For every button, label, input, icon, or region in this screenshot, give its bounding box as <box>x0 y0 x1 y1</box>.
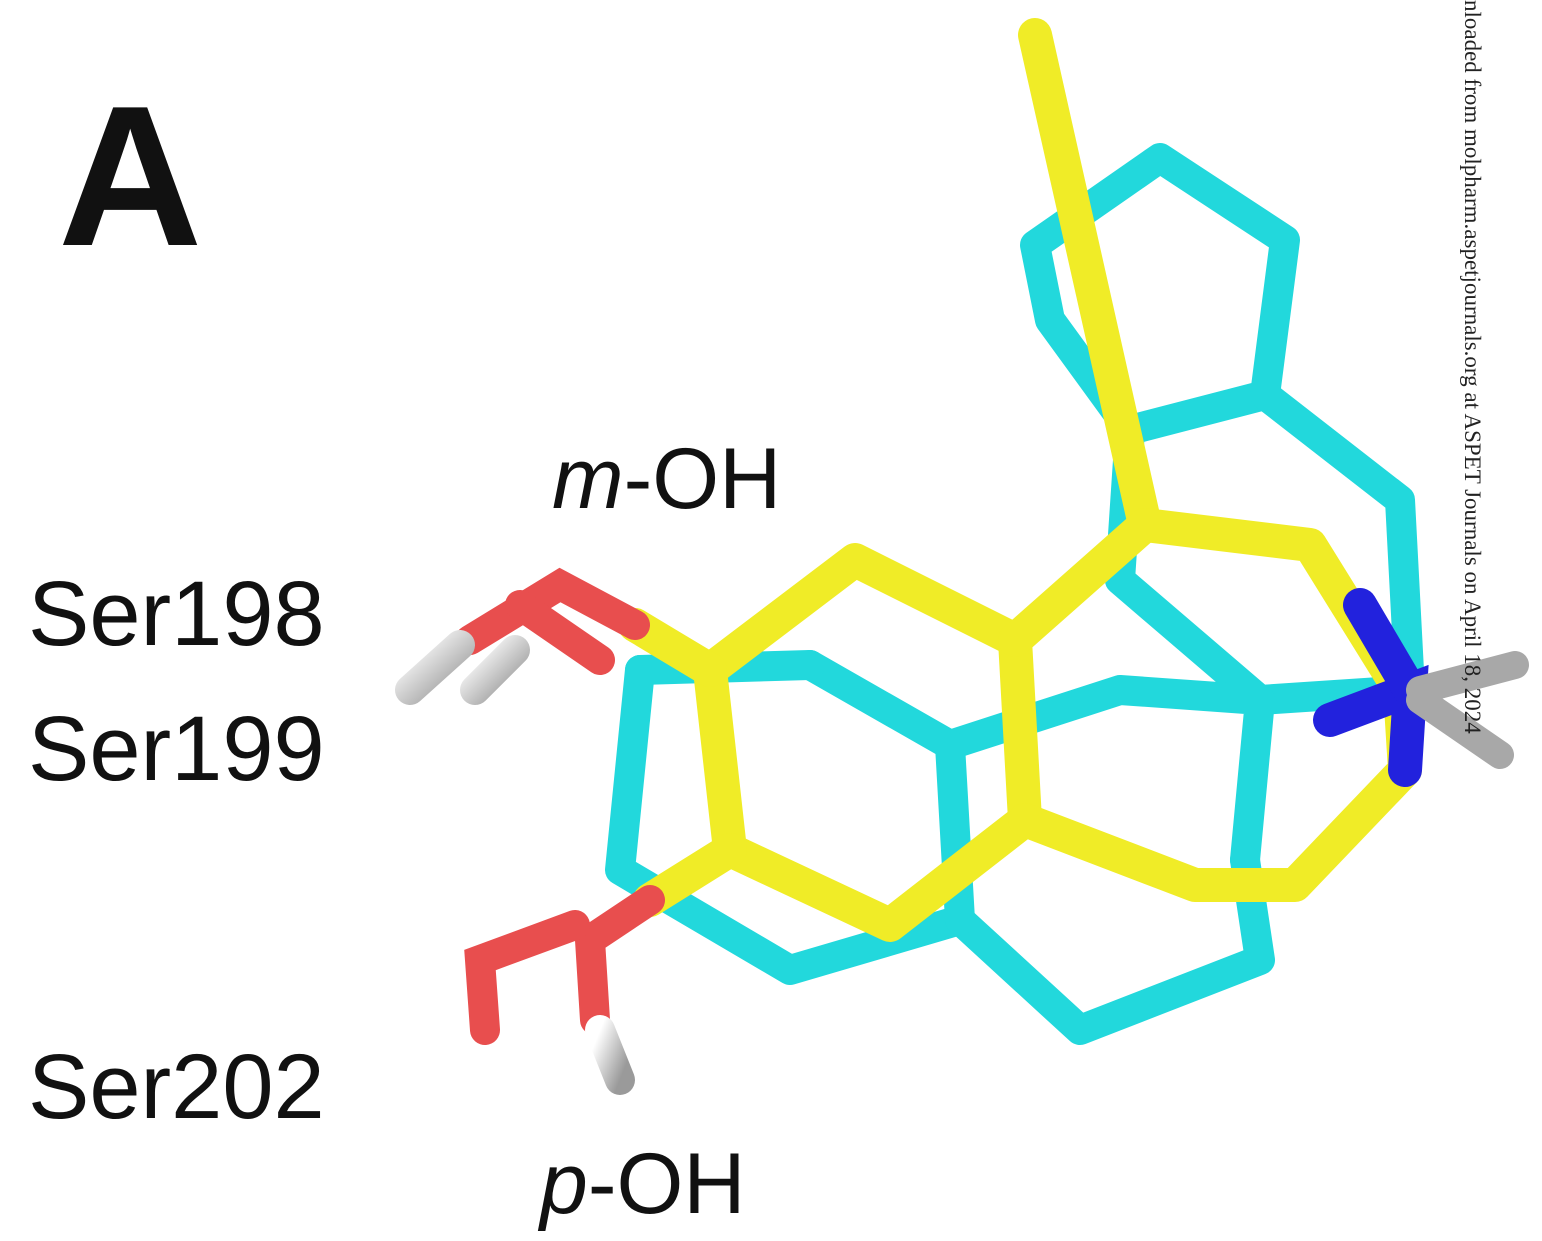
methyl-bond-1 <box>1406 651 1529 704</box>
cyan-lower-chain <box>945 845 1275 1045</box>
label-ser199: Ser199 <box>28 698 325 800</box>
label-m-suffix: -OH <box>624 431 782 527</box>
methyl-bond-2 <box>1406 686 1514 769</box>
label-ser202: Ser202 <box>28 1036 325 1138</box>
p-hydroxyl-group <box>464 885 665 1115</box>
label-ser198: Ser198 <box>28 563 325 665</box>
label-p-prefix: p <box>537 1136 588 1232</box>
nitrogen-center <box>1313 588 1529 787</box>
download-watermark: nloaded from molpharm.aspetjournals.org … <box>1460 0 1485 734</box>
m-hydrogen <box>395 630 475 705</box>
label-m-prefix: m <box>552 431 624 527</box>
panel-letter: A <box>58 65 202 288</box>
label-p-oh: p-OH <box>537 1136 745 1232</box>
m-hydroxyl-group <box>395 567 650 705</box>
cyan-chain-right <box>1250 380 1425 705</box>
yellow-top-bond <box>1018 18 1162 542</box>
cyan-inner-ring <box>795 650 1275 875</box>
m-hydrogen-2 <box>460 635 530 705</box>
p-hydrogen <box>585 1015 635 1095</box>
yellow-p-bond <box>633 833 747 917</box>
cyan-lower-ring <box>605 655 975 985</box>
label-m-oh: m-OH <box>552 431 781 527</box>
label-p-suffix: -OH <box>588 1136 746 1232</box>
